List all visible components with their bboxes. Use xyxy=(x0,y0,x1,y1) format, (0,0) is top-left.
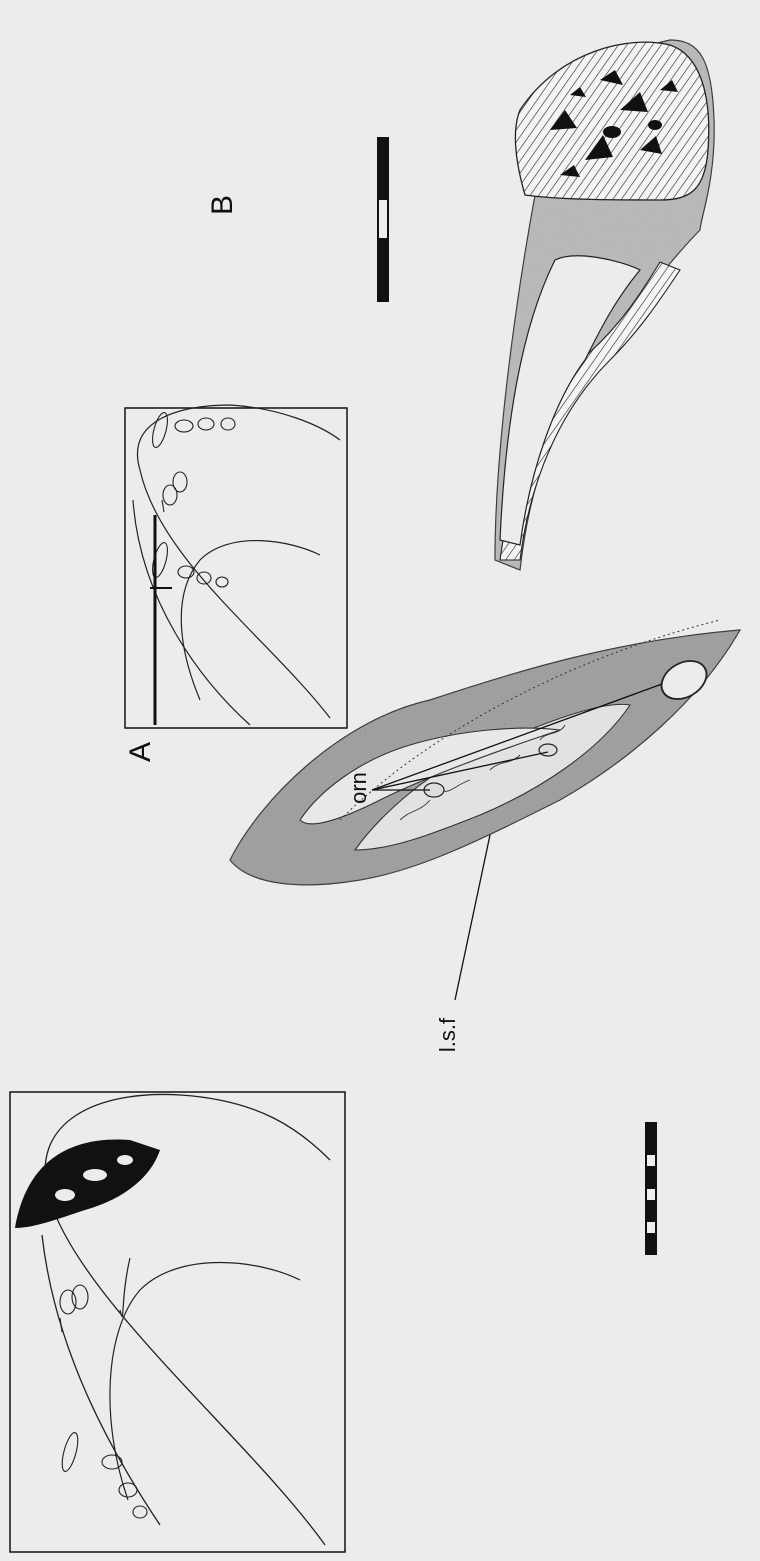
inset-skull-diagram-b xyxy=(125,405,347,728)
specimen-b-drawing xyxy=(495,40,714,570)
panel-a-label: A xyxy=(124,742,157,762)
panel-b-label: B xyxy=(206,195,239,215)
lsf-label: l.s.f xyxy=(435,1017,460,1052)
scale-bar-b xyxy=(377,137,389,302)
specimen-a-drawing xyxy=(230,620,740,885)
scale-bar-a xyxy=(645,1122,657,1255)
inset-skull-diagram-a xyxy=(10,1092,345,1552)
leader-line-lsf xyxy=(455,835,490,1000)
orn-label: orn xyxy=(346,772,371,804)
